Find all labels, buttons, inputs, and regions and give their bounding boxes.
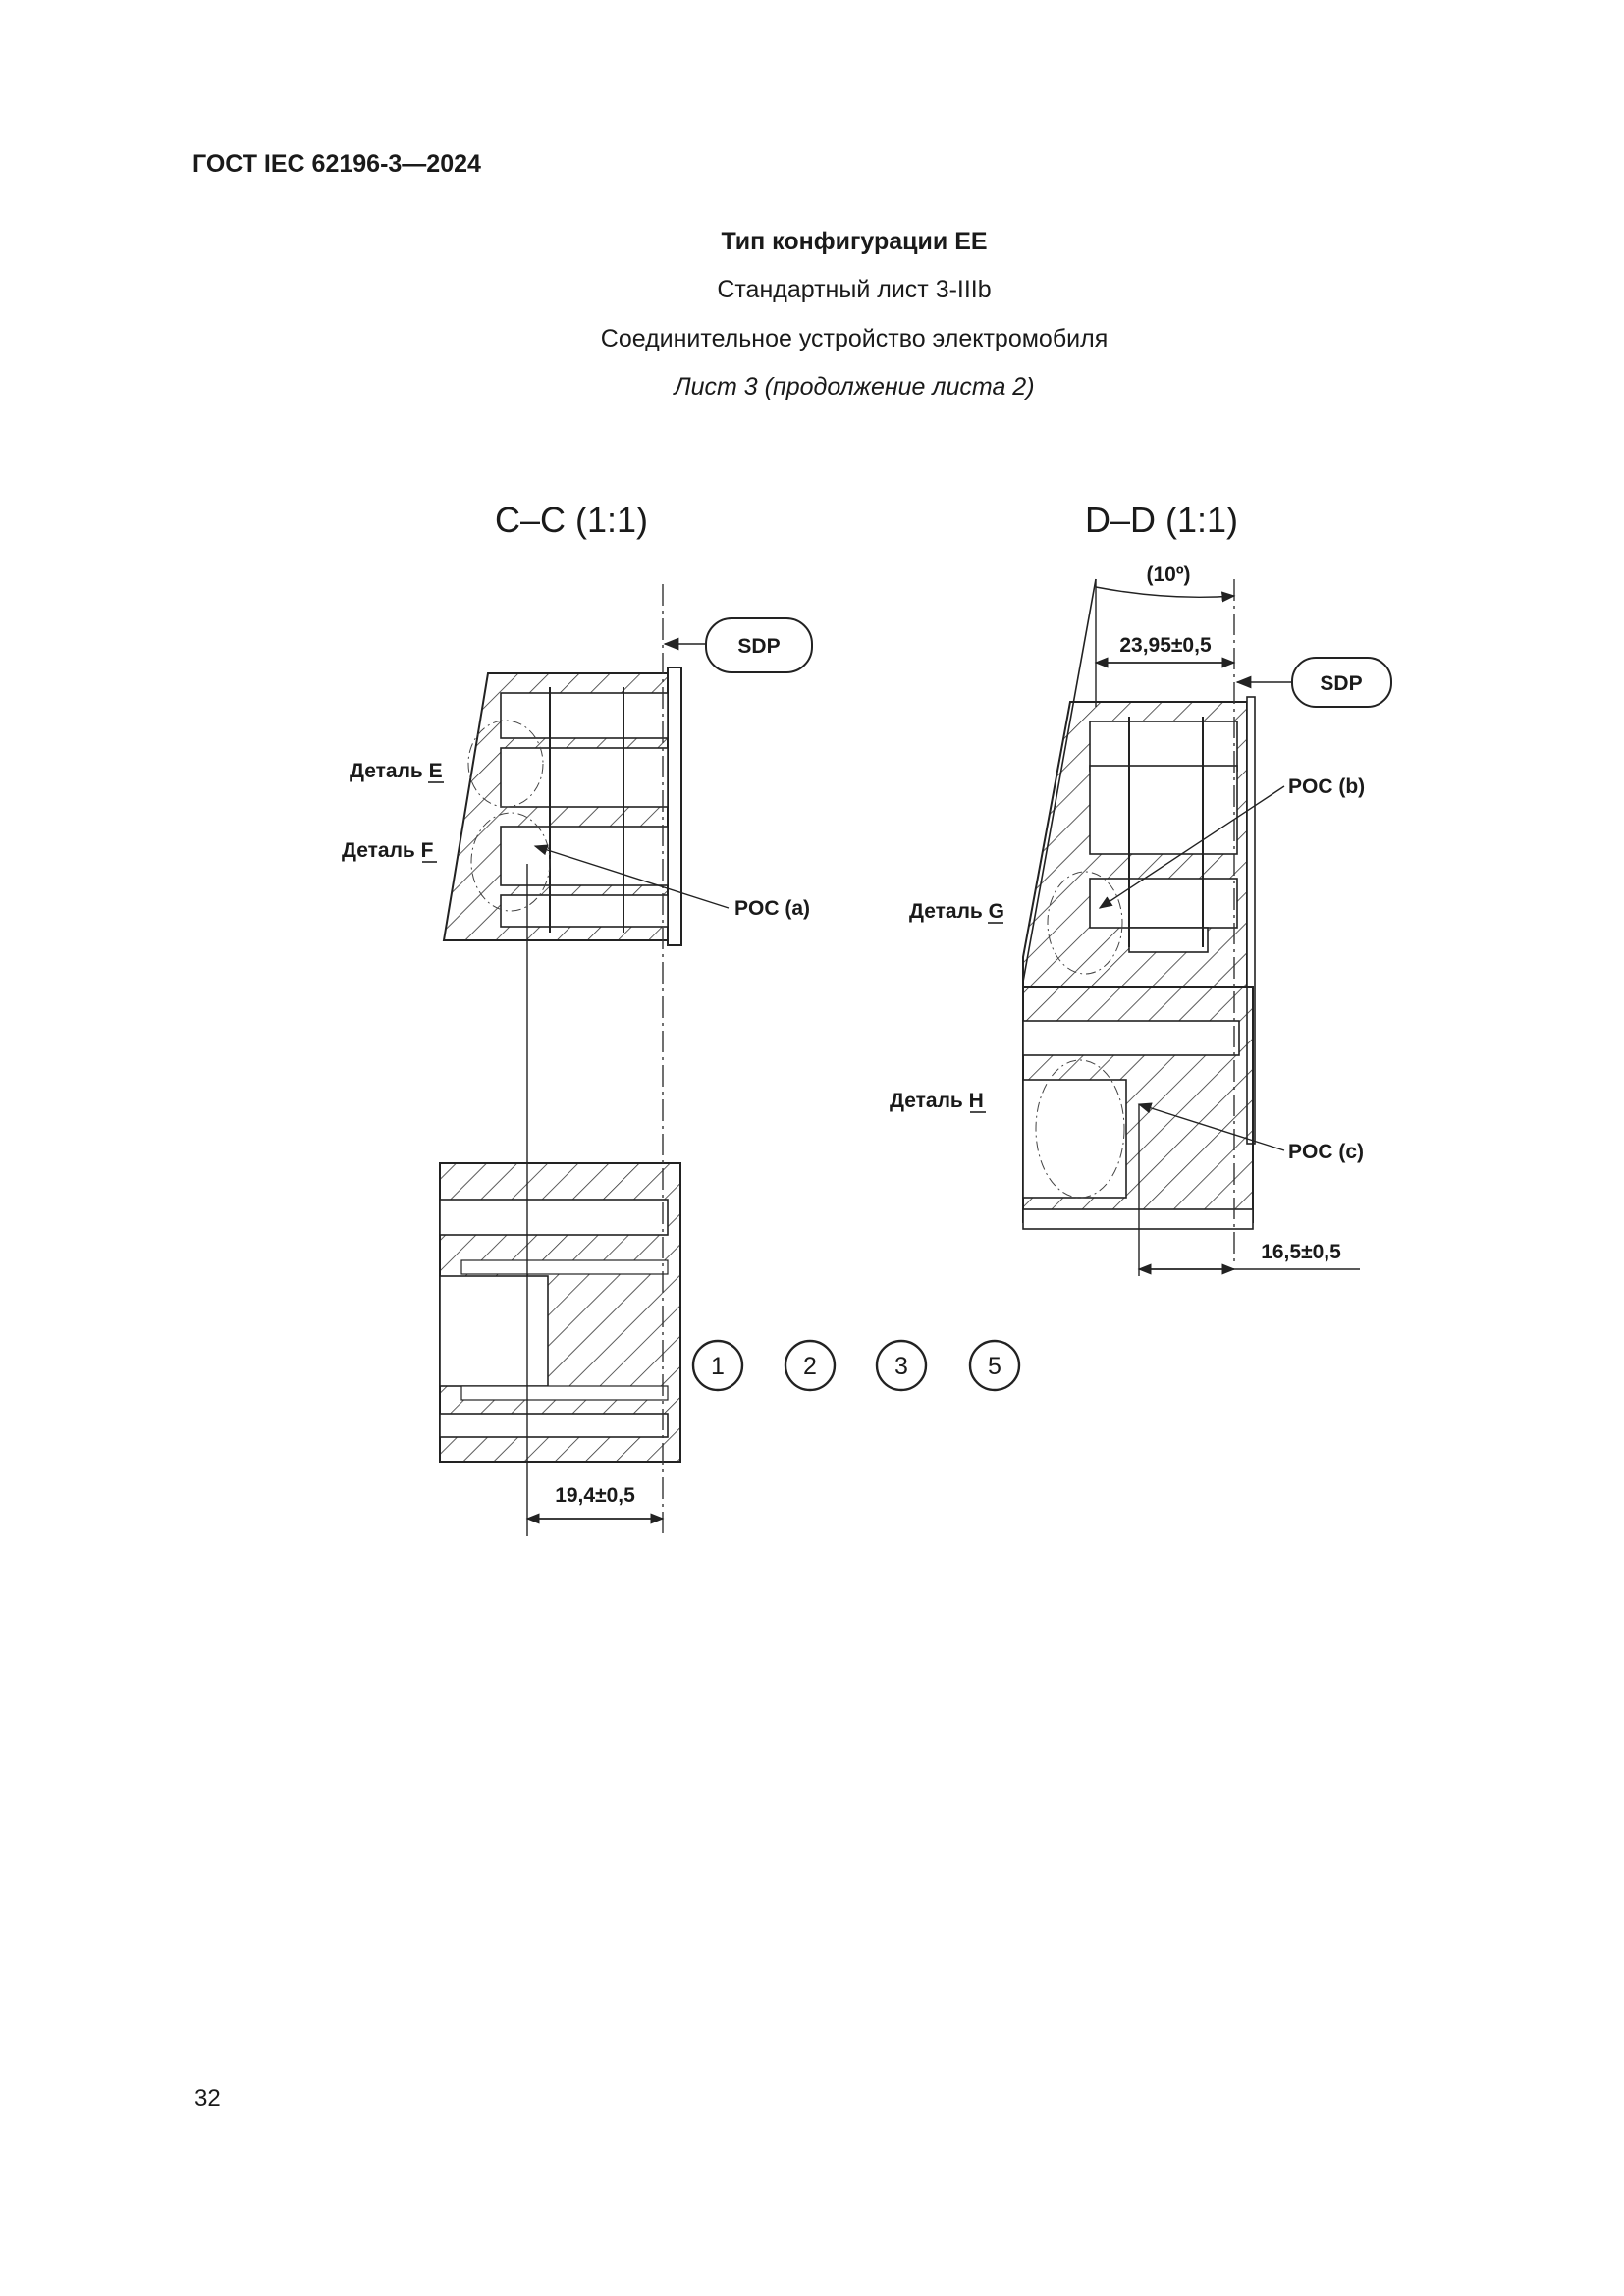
detail-f-label: Деталь F — [342, 839, 434, 862]
marker-5: 5 — [988, 1353, 1001, 1380]
variant-markers: 1 2 3 5 — [691, 1339, 1021, 1392]
detail-e-circle — [467, 720, 544, 808]
configuration-title: Тип конфигурации EE — [721, 228, 988, 255]
page-number: 32 — [194, 2085, 221, 2111]
document-header: ГОСТ IEC 62196-3—2024 — [192, 150, 481, 178]
marker-2: 2 — [803, 1353, 817, 1380]
poc-c-label: POC (c) — [1288, 1141, 1364, 1163]
dimension-23-95: 23,95±0,5 — [1119, 634, 1212, 657]
sdp-label: SDP — [1320, 672, 1362, 695]
marker-circle — [784, 1339, 837, 1392]
sdp-label: SDP — [737, 635, 780, 658]
view-title-c-c: C–C (1:1) — [495, 500, 648, 540]
continuation-title: Лист 3 (продолжение листа 2) — [674, 373, 1035, 400]
detail-f-circle — [470, 812, 551, 912]
detail-h-circle — [1035, 1059, 1125, 1199]
section-c-c: C–C (1:1) 19,4±0,5 SDP Деталь E Деталь F — [342, 500, 813, 1536]
device-title: Соединительное устройство электромобиля — [600, 325, 1109, 352]
section-d-d: D–D (1:1) (10º) 23,95±0,5 SDP POC (b) Де… — [890, 500, 1392, 1276]
poc-a-label: POC (a) — [734, 897, 810, 920]
dimension-19-4: 19,4±0,5 — [555, 1484, 635, 1507]
detail-g-label: Деталь G — [909, 900, 1004, 923]
view-title-d-d: D–D (1:1) — [1085, 500, 1238, 540]
marker-circle — [691, 1339, 744, 1392]
sdp-label-box — [705, 617, 813, 673]
marker-circle — [968, 1339, 1021, 1392]
sheet-title: Стандартный лист 3-IIIb — [717, 276, 992, 303]
marker-1: 1 — [711, 1353, 725, 1380]
angle-10: (10º) — [1146, 563, 1190, 586]
detail-h-label: Деталь H — [890, 1090, 984, 1112]
poc-b-label: POC (b) — [1288, 775, 1365, 798]
detail-g-circle — [1047, 871, 1123, 975]
dimension-16-5: 16,5±0,5 — [1261, 1241, 1341, 1263]
marker-circle — [875, 1339, 928, 1392]
detail-e-label: Деталь E — [350, 760, 443, 782]
marker-3: 3 — [894, 1353, 908, 1380]
